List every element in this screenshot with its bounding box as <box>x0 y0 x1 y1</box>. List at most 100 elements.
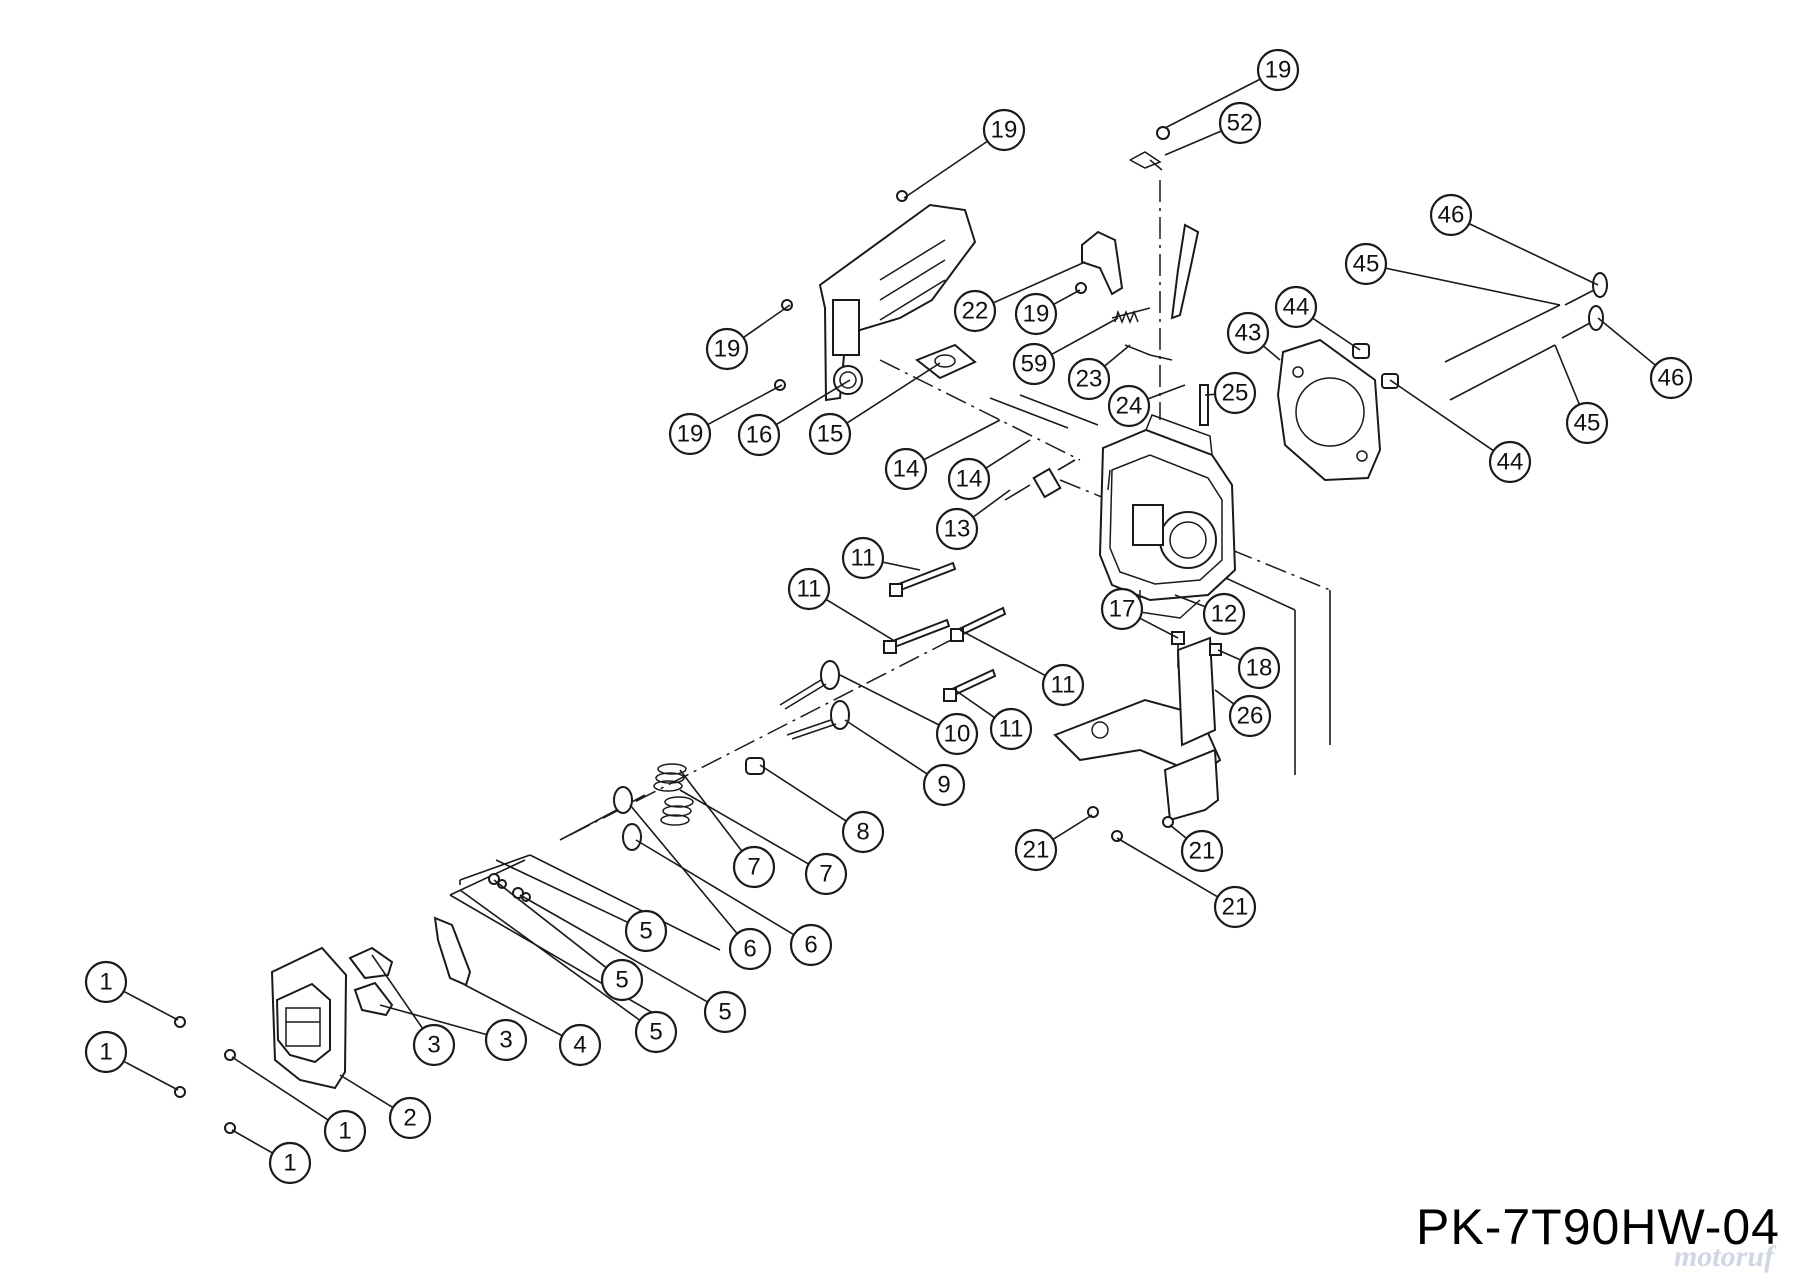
valve-stem-seal <box>745 757 765 775</box>
svg-text:43: 43 <box>1235 320 1262 347</box>
callout: 7 <box>732 845 776 889</box>
guide-b <box>1381 373 1399 389</box>
callout: 13 <box>935 507 979 551</box>
svg-text:7: 7 <box>819 861 832 888</box>
svg-text:5: 5 <box>615 967 628 994</box>
callout: 2 <box>388 1096 432 1140</box>
drawing-code: PK-7T90HW-04 <box>1416 1199 1780 1255</box>
callout: 19 <box>668 412 712 456</box>
clip <box>1124 344 1173 361</box>
callout: 19 <box>705 327 749 371</box>
callout: 45 <box>1565 401 1609 445</box>
leader-line <box>1312 317 1361 351</box>
leader-line <box>1389 379 1494 452</box>
valve-exhaust <box>786 700 850 740</box>
callout: 6 <box>789 923 833 967</box>
svg-text:45: 45 <box>1574 410 1601 437</box>
valve-intake <box>779 660 840 710</box>
callout: 46 <box>1429 193 1473 237</box>
svg-text:52: 52 <box>1227 110 1254 137</box>
callout: 8 <box>841 810 885 854</box>
svg-text:19: 19 <box>1023 301 1050 328</box>
svg-text:5: 5 <box>718 999 731 1026</box>
leader-line <box>1204 393 1216 396</box>
rod-a <box>1444 304 1561 363</box>
callout: 26 <box>1228 694 1272 738</box>
leader-line <box>231 1056 329 1121</box>
callouts: 19 52 19 22 19 59 23 24 25 19 19 16 15 1… <box>84 48 1693 1185</box>
svg-text:5: 5 <box>639 918 652 945</box>
callout: 6 <box>728 927 772 971</box>
valve-spring-upper <box>653 763 687 792</box>
rocker-arm-upper <box>348 946 394 980</box>
leader-line <box>495 859 629 924</box>
leader-line <box>231 1129 274 1154</box>
callout: 5 <box>624 909 668 953</box>
leader-line <box>1053 289 1081 306</box>
svg-text:1: 1 <box>283 1150 296 1177</box>
leader-line <box>1385 267 1561 306</box>
svg-text:9: 9 <box>937 772 950 799</box>
callout: 45 <box>1344 242 1388 286</box>
top-clip <box>1129 151 1163 171</box>
callout: 11 <box>787 567 831 611</box>
leader-line <box>903 140 988 199</box>
leader-line <box>493 879 607 969</box>
leader-line <box>923 419 1001 461</box>
leader-line <box>123 990 179 1021</box>
leader-line <box>379 1004 487 1036</box>
callout: 24 <box>1107 384 1151 428</box>
callout: 21 <box>1180 829 1224 873</box>
leader-line <box>1262 345 1281 361</box>
callout: 4 <box>558 1023 602 1067</box>
callout: 18 <box>1237 646 1281 690</box>
svg-text:25: 25 <box>1222 380 1249 407</box>
callout: 21 <box>1213 885 1257 929</box>
callout: 19 <box>1256 48 1300 92</box>
leader-line <box>519 894 709 1003</box>
intake-gasket <box>915 343 977 380</box>
svg-text:1: 1 <box>338 1118 351 1145</box>
callout: 44 <box>1274 285 1318 329</box>
svg-text:4: 4 <box>573 1032 586 1059</box>
svg-text:3: 3 <box>499 1027 512 1054</box>
svg-text:18: 18 <box>1246 655 1273 682</box>
svg-text:10: 10 <box>944 721 971 748</box>
leader-line <box>775 379 851 426</box>
leader-line <box>1116 837 1219 898</box>
callout: 1 <box>268 1141 312 1185</box>
leader-lines <box>123 78 1657 1154</box>
tappets <box>1561 272 1608 339</box>
retainer-lower <box>622 823 642 851</box>
svg-text:6: 6 <box>804 932 817 959</box>
leader-line <box>992 261 1086 304</box>
leader-line <box>1214 689 1235 705</box>
svg-text:3: 3 <box>427 1032 440 1059</box>
link-rod <box>1199 384 1209 426</box>
callout: 3 <box>484 1018 528 1062</box>
svg-text:19: 19 <box>714 336 741 363</box>
leader-line <box>679 769 743 852</box>
leader-line <box>1103 344 1131 367</box>
svg-text:14: 14 <box>893 456 920 483</box>
leader-line <box>844 719 928 775</box>
callout: 11 <box>841 536 885 580</box>
callout: 10 <box>935 712 979 756</box>
callout: 5 <box>703 990 747 1034</box>
leader-line <box>1164 130 1222 156</box>
leader-line <box>846 362 941 424</box>
svg-text:59: 59 <box>1021 351 1048 378</box>
callout: 17 <box>1100 587 1144 631</box>
cylinder-baffle <box>818 203 977 402</box>
callout: 1 <box>84 960 128 1004</box>
callout: 22 <box>953 289 997 333</box>
callout: 11 <box>989 707 1033 751</box>
spark-plug <box>1004 459 1076 501</box>
svg-text:7: 7 <box>747 854 760 881</box>
callout: 12 <box>1202 592 1246 636</box>
leader-line <box>825 598 894 641</box>
svg-text:19: 19 <box>677 421 704 448</box>
svg-text:46: 46 <box>1438 202 1465 229</box>
leader-line <box>679 789 810 865</box>
callout: 25 <box>1213 371 1257 415</box>
